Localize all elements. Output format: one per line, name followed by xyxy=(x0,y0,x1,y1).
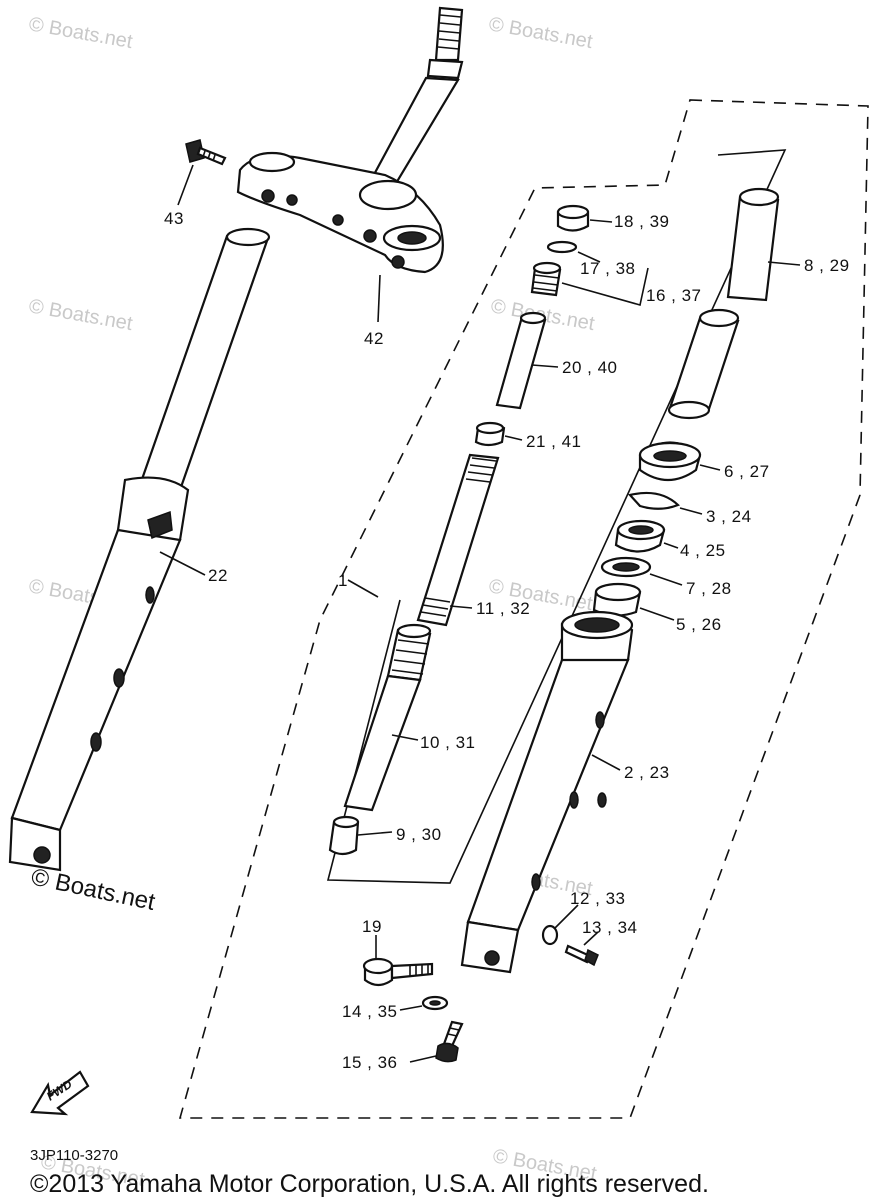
callout-label-17-38: 17 , 38 xyxy=(580,259,636,278)
callout-label-21-41: 21 , 41 xyxy=(526,432,582,451)
callout-label-8-29: 8 , 29 xyxy=(804,256,850,275)
watermark: © Boats.net xyxy=(27,295,134,335)
callout-line-2 xyxy=(591,754,621,771)
washer-14 xyxy=(421,995,449,1011)
callout-label-1: 1 xyxy=(338,571,348,590)
callout-label-2-23: 2 , 23 xyxy=(624,763,670,782)
callout-line-17 xyxy=(577,251,601,263)
callout-label-22: 22 xyxy=(208,566,228,585)
callout-label-12-33: 12 , 33 xyxy=(570,889,626,908)
callout-line-4 xyxy=(663,542,679,549)
spacer-tube-20 xyxy=(495,311,547,410)
callout-line-11 xyxy=(449,605,473,609)
washer-12 xyxy=(541,924,559,946)
axle-bolt-19 xyxy=(362,957,434,987)
watermark: © Boats.net xyxy=(487,13,594,53)
callout-label-5-26: 5 , 26 xyxy=(676,615,722,634)
callout-line-12 xyxy=(554,904,579,929)
watermark: © Boats.net xyxy=(27,13,134,53)
callout-line-5 xyxy=(639,607,675,621)
callout-line-18 xyxy=(589,219,613,223)
callout-label-20-40: 20 , 40 xyxy=(562,358,618,377)
callout-label-4-25: 4 , 25 xyxy=(680,541,726,560)
callout-label-11-32: 11 , 32 xyxy=(476,599,530,618)
dust-seal-6 xyxy=(638,441,702,481)
oil-seal-4 xyxy=(614,519,666,553)
callout-line-3 xyxy=(679,507,703,515)
callout-line-42 xyxy=(377,274,381,323)
callout-label-7-28: 7 , 28 xyxy=(686,579,732,598)
callout-label-15-36: 15 , 36 xyxy=(342,1053,398,1072)
copyright-notice: ©2013 Yamaha Motor Corporation, U.S.A. A… xyxy=(30,1170,709,1198)
under-bracket-steering-stem xyxy=(236,6,464,274)
spacer-16 xyxy=(530,261,562,297)
piston-ring-21 xyxy=(474,421,506,447)
washer-7 xyxy=(600,556,652,578)
fork-spring-11 xyxy=(416,453,500,627)
callout-label-14-35: 14 , 35 xyxy=(342,1002,398,1021)
callout-line-15 xyxy=(409,1055,437,1063)
callout-line-43 xyxy=(177,164,194,206)
callout-line-20 xyxy=(531,364,559,368)
callout-line-7 xyxy=(649,573,683,586)
bolt-15 xyxy=(435,1020,464,1063)
oil-lock-piece-9 xyxy=(328,815,360,856)
bolt-43 xyxy=(185,139,227,166)
callout-label-16-37: 16 , 37 xyxy=(646,286,702,305)
watermark-main: © Boats.net xyxy=(29,863,158,916)
drain-screw-13 xyxy=(564,944,599,967)
callout-line-22 xyxy=(159,551,206,576)
callout-label-9-30: 9 , 30 xyxy=(396,825,442,844)
callout-line-13 xyxy=(583,931,599,946)
callout-label-3-24: 3 , 24 xyxy=(706,507,752,526)
diagram-code: 3JP110-3270 xyxy=(30,1147,118,1164)
callout-labels: 1 43 42 22 18 , 39 17 , 38 16 , 37 8 , 2… xyxy=(164,209,850,1072)
callout-label-19: 19 xyxy=(362,917,382,936)
callout-line-10 xyxy=(391,734,419,741)
callout-line-9 xyxy=(357,831,393,836)
callout-line-1 xyxy=(347,579,379,598)
damper-rod-10 xyxy=(343,623,432,812)
callout-label-18-39: 18 , 39 xyxy=(614,212,670,231)
callout-line-14 xyxy=(399,1005,423,1011)
callout-label-13-34: 13 , 34 xyxy=(582,918,638,937)
outer-tube-2 xyxy=(460,610,634,974)
callout-label-42: 42 xyxy=(364,329,384,348)
callout-line-16 xyxy=(561,267,649,307)
o-ring-17 xyxy=(546,240,578,254)
inner-tube-8 xyxy=(667,187,780,420)
callout-line-8 xyxy=(767,261,801,266)
callout-label-6-27: 6 , 27 xyxy=(724,462,770,481)
assembly-boundary-outer xyxy=(178,99,869,1119)
callout-label-10-31: 10 , 31 xyxy=(420,733,476,752)
circlip-3 xyxy=(627,491,681,510)
callout-label-43: 43 xyxy=(164,209,184,228)
cap-bolt-18 xyxy=(556,204,590,232)
fork-assembly-22 xyxy=(8,227,271,872)
fwd-arrow-icon: FWD xyxy=(30,1070,90,1116)
callout-line-21 xyxy=(504,435,523,441)
slide-metal-5 xyxy=(592,582,642,617)
callout-line-6 xyxy=(699,464,721,471)
